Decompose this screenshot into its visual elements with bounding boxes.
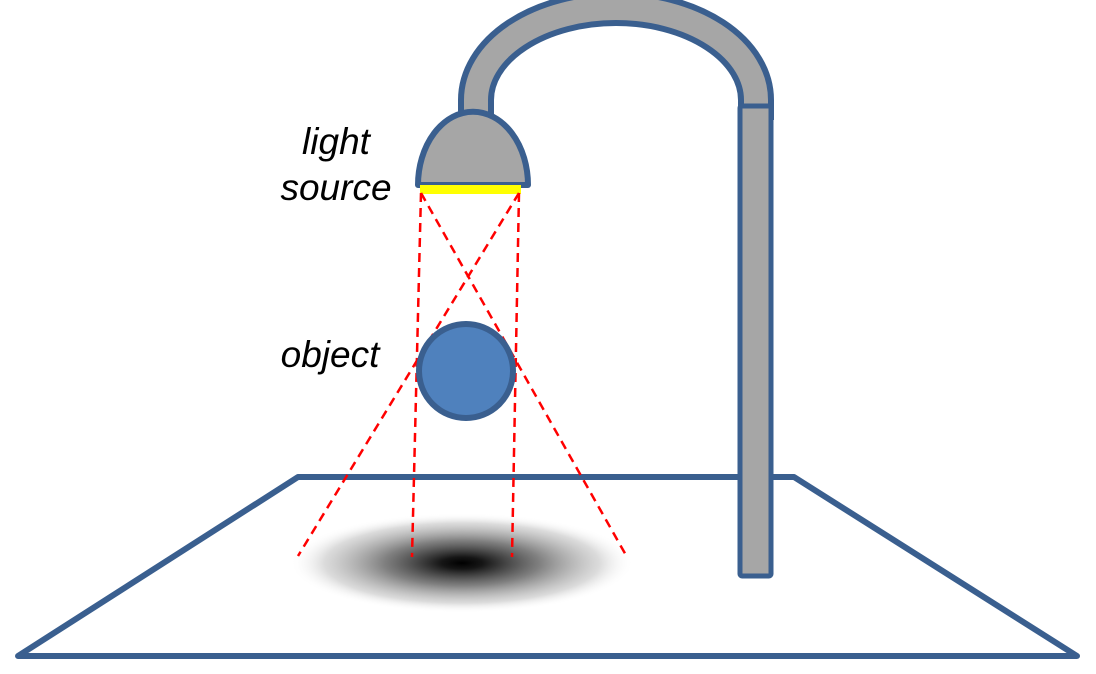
lamp-arm bbox=[464, 0, 768, 120]
object-sphere bbox=[416, 321, 516, 421]
object-label: object bbox=[281, 334, 381, 375]
light-source-label-line2: source bbox=[280, 167, 391, 208]
ray-left-outer bbox=[296, 192, 521, 557]
shadow bbox=[290, 513, 634, 613]
bulb bbox=[420, 185, 521, 194]
lamp-head bbox=[415, 108, 531, 188]
ray-right-outer bbox=[419, 192, 629, 558]
light-source-label-line1: light bbox=[302, 121, 372, 162]
lamp-pole bbox=[737, 103, 774, 579]
